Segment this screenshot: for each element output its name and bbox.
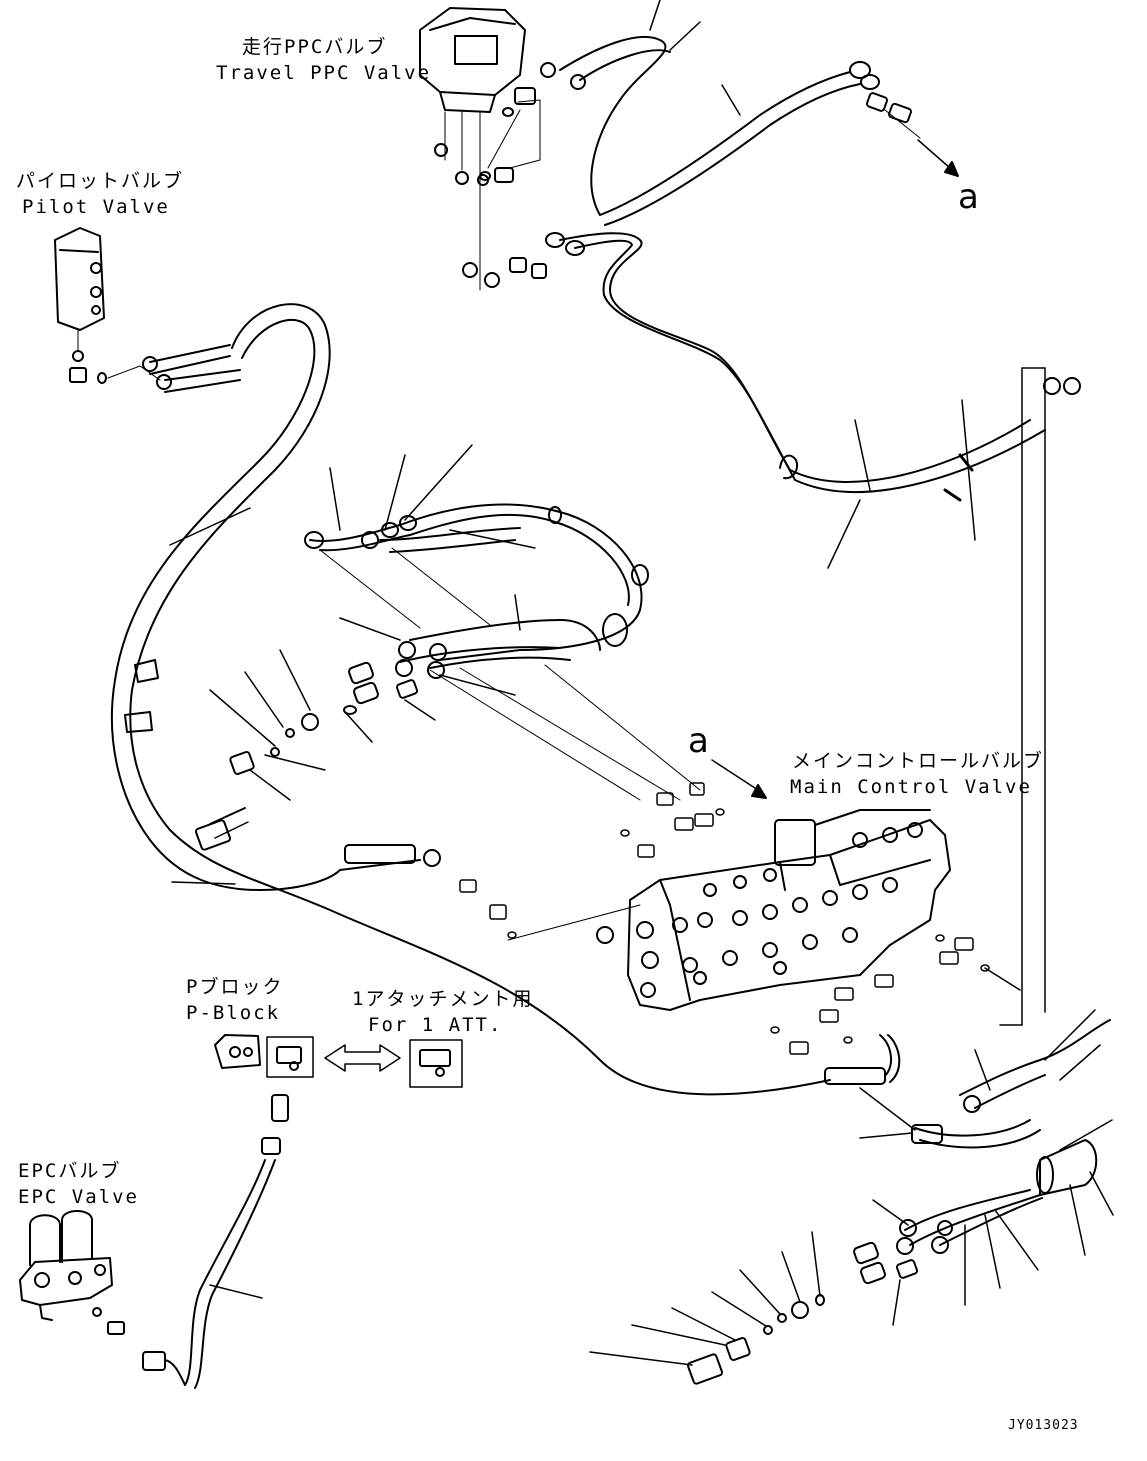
travel-ppc-valve-body	[419, 7, 526, 291]
leader-lines-top	[649, 0, 976, 569]
leader-lines-lower-left	[209, 1284, 263, 1299]
p-block-fitting-box	[266, 1036, 314, 1078]
epc-valve-body	[19, 1210, 113, 1321]
pilot-hoses	[142, 344, 241, 393]
for-1-att-label-jp: 1アタッチメント用	[352, 988, 534, 1010]
for-1-att-label-en: For 1 ATT.	[368, 1014, 503, 1036]
upper-right-hoses	[545, 35, 1081, 502]
epc-hose	[92, 1094, 289, 1389]
main-control-valve-label-jp: メインコントロールバルブ	[792, 750, 1045, 772]
main-valve-frame	[999, 367, 1046, 1026]
connection-lines	[319, 547, 701, 941]
leader-lines-center	[169, 444, 536, 885]
att-fitting-box	[409, 1039, 463, 1088]
epc-valve-label-jp: EPCバルブ	[18, 1160, 122, 1182]
p-block-label-jp: Pブロック	[186, 976, 284, 998]
travel-ppc-valve-label-jp: 走行PPCバルブ	[242, 36, 388, 58]
arrow-to-a-main	[711, 759, 767, 799]
lower-long-hose	[169, 829, 901, 1096]
center-mid-hoses	[194, 619, 601, 851]
reference-a-main: a	[688, 721, 709, 761]
drawing-code: JY013023	[1008, 1418, 1079, 1433]
pilot-valve-body	[54, 227, 161, 384]
double-arrow	[324, 1044, 401, 1072]
reference-a-top: a	[958, 177, 979, 217]
center-upper-hoses	[304, 503, 649, 661]
p-block-label-en: P-Block	[186, 1002, 281, 1024]
travel-ppc-fittings	[462, 62, 586, 288]
pilot-valve-label-jp: パイロットバルブ	[16, 170, 185, 192]
main-control-valve-body	[596, 809, 951, 1011]
travel-ppc-valve-label-en: Travel PPC Valve	[216, 62, 432, 84]
main-valve-fittings	[459, 782, 990, 1055]
pilot-valve-label-en: Pilot Valve	[22, 196, 170, 218]
epc-valve-label-en: EPC Valve	[18, 1186, 139, 1208]
arrow-to-a-top	[917, 139, 959, 177]
lower-right-assembly	[686, 1019, 1111, 1385]
p-block-part	[214, 1034, 261, 1069]
main-hose-loop	[110, 303, 441, 891]
leader-lines-lower-right	[589, 967, 1114, 1366]
main-control-valve-label-en: Main Control Valve	[790, 776, 1032, 798]
